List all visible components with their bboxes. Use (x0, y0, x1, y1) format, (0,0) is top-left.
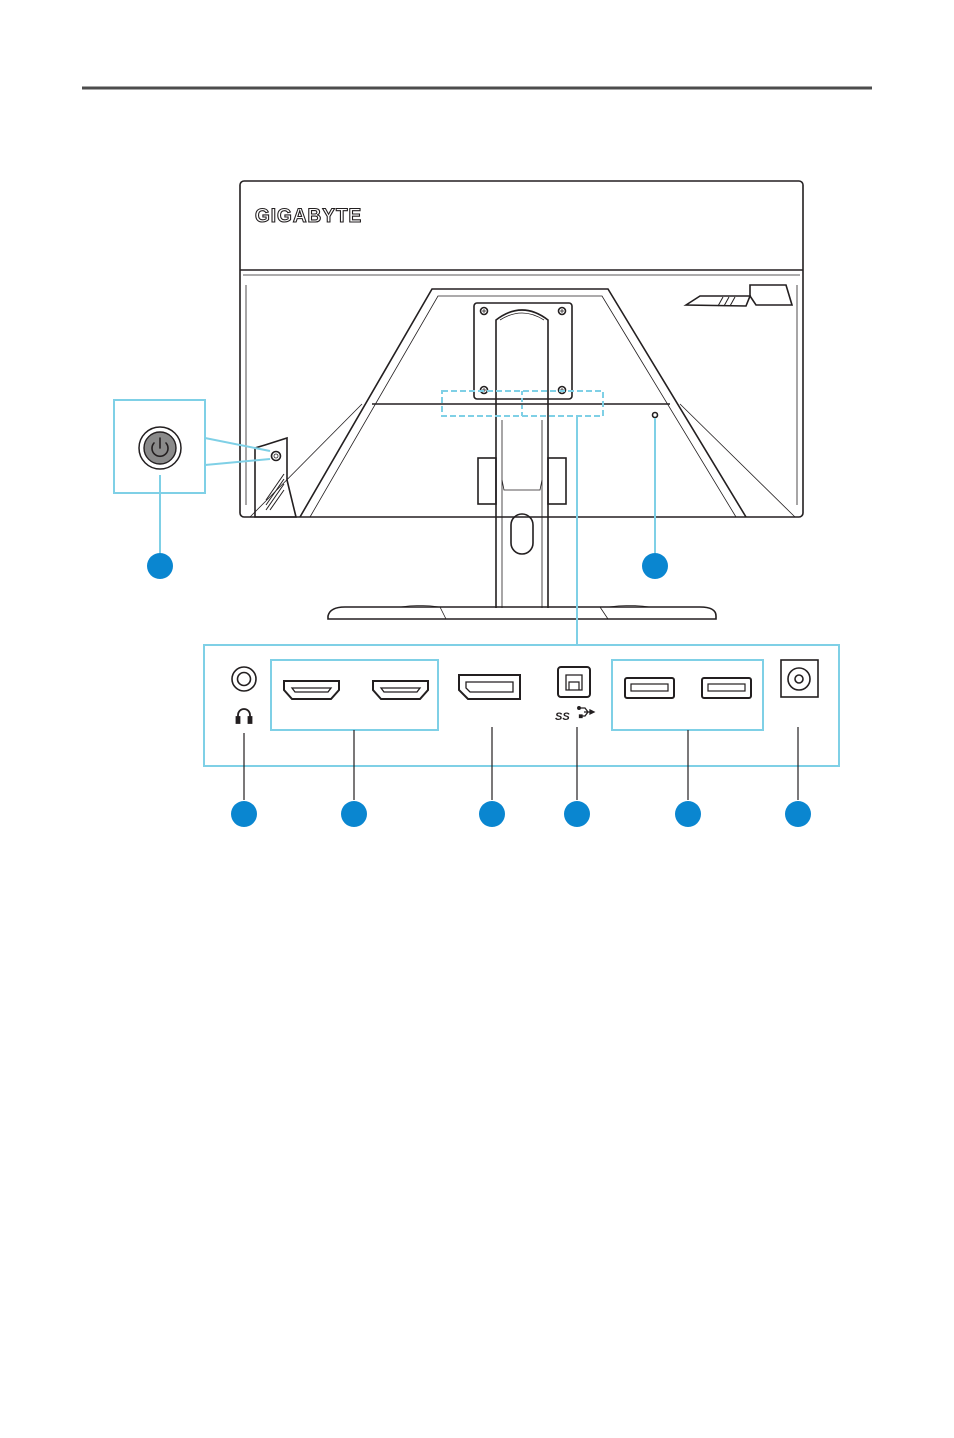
callout-dot-lock (642, 553, 668, 579)
callout-overlays (114, 391, 839, 766)
stand-base (328, 607, 716, 619)
hdmi-group-box (271, 660, 438, 730)
stand-neck (496, 310, 548, 404)
hdmi-port-1 (284, 681, 339, 699)
ports: SS (232, 660, 818, 723)
callout-dot-usb-upstream (564, 801, 590, 827)
port-leaders (244, 727, 798, 800)
callout-dot-usb-downstream (675, 801, 701, 827)
usb-upstream-port (558, 667, 590, 697)
cable-hole (511, 514, 533, 554)
callout-dot-dc-in (785, 801, 811, 827)
callout-dot-displayport (479, 801, 505, 827)
brand-logo: GIGABYTE (255, 206, 362, 227)
svg-text:SS: SS (555, 711, 570, 723)
power-button-detail (139, 427, 181, 469)
hdmi-port-2 (373, 681, 428, 699)
vesa-plate (474, 303, 572, 399)
monitor-frame (240, 181, 803, 517)
headphone-jack (232, 667, 256, 691)
callout-dot-headphone (231, 801, 257, 827)
usb-downstream-port-2 (702, 678, 751, 698)
displayport-port (459, 675, 520, 699)
callout-dot-hdmi (341, 801, 367, 827)
button-grille (266, 474, 284, 510)
usb-downstream-port-1 (625, 678, 674, 698)
headphone-icon (237, 709, 252, 723)
callout-dot-power (147, 553, 173, 579)
dc-in-port (781, 660, 818, 697)
rear-badge (686, 296, 750, 306)
usb-group-box (612, 660, 763, 730)
lock-slot-icon (653, 413, 658, 418)
rear-hump (300, 289, 746, 517)
power-button-small (272, 452, 281, 461)
port-panel-box (204, 645, 839, 766)
superspeed-usb-icon: SS (555, 707, 594, 723)
